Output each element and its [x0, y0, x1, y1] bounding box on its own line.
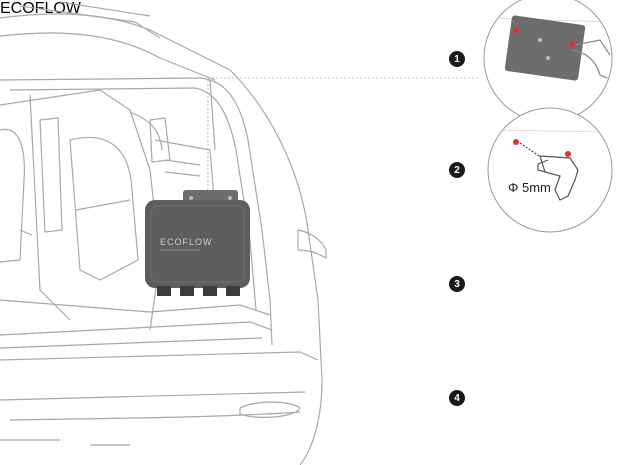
- step-1-circle: [484, 0, 612, 122]
- connector-port: [203, 286, 217, 296]
- brand-logo: ECOFLOW: [160, 237, 213, 247]
- mounting-plate: [504, 15, 585, 81]
- callout-leader-line: [208, 78, 480, 190]
- connector-port: [157, 286, 171, 296]
- drill-size-label: Φ 5mm: [508, 180, 551, 195]
- device-mounted-on-car: ECOFLOW: [145, 190, 250, 296]
- step-4-badge: 4: [449, 390, 465, 406]
- step-1-badge: 1: [449, 51, 465, 67]
- step-2-badge: 2: [449, 162, 465, 178]
- step-2-circle: [488, 108, 612, 232]
- connector-port: [226, 286, 240, 296]
- step-3-badge: 3: [449, 276, 465, 292]
- connector-port: [180, 286, 194, 296]
